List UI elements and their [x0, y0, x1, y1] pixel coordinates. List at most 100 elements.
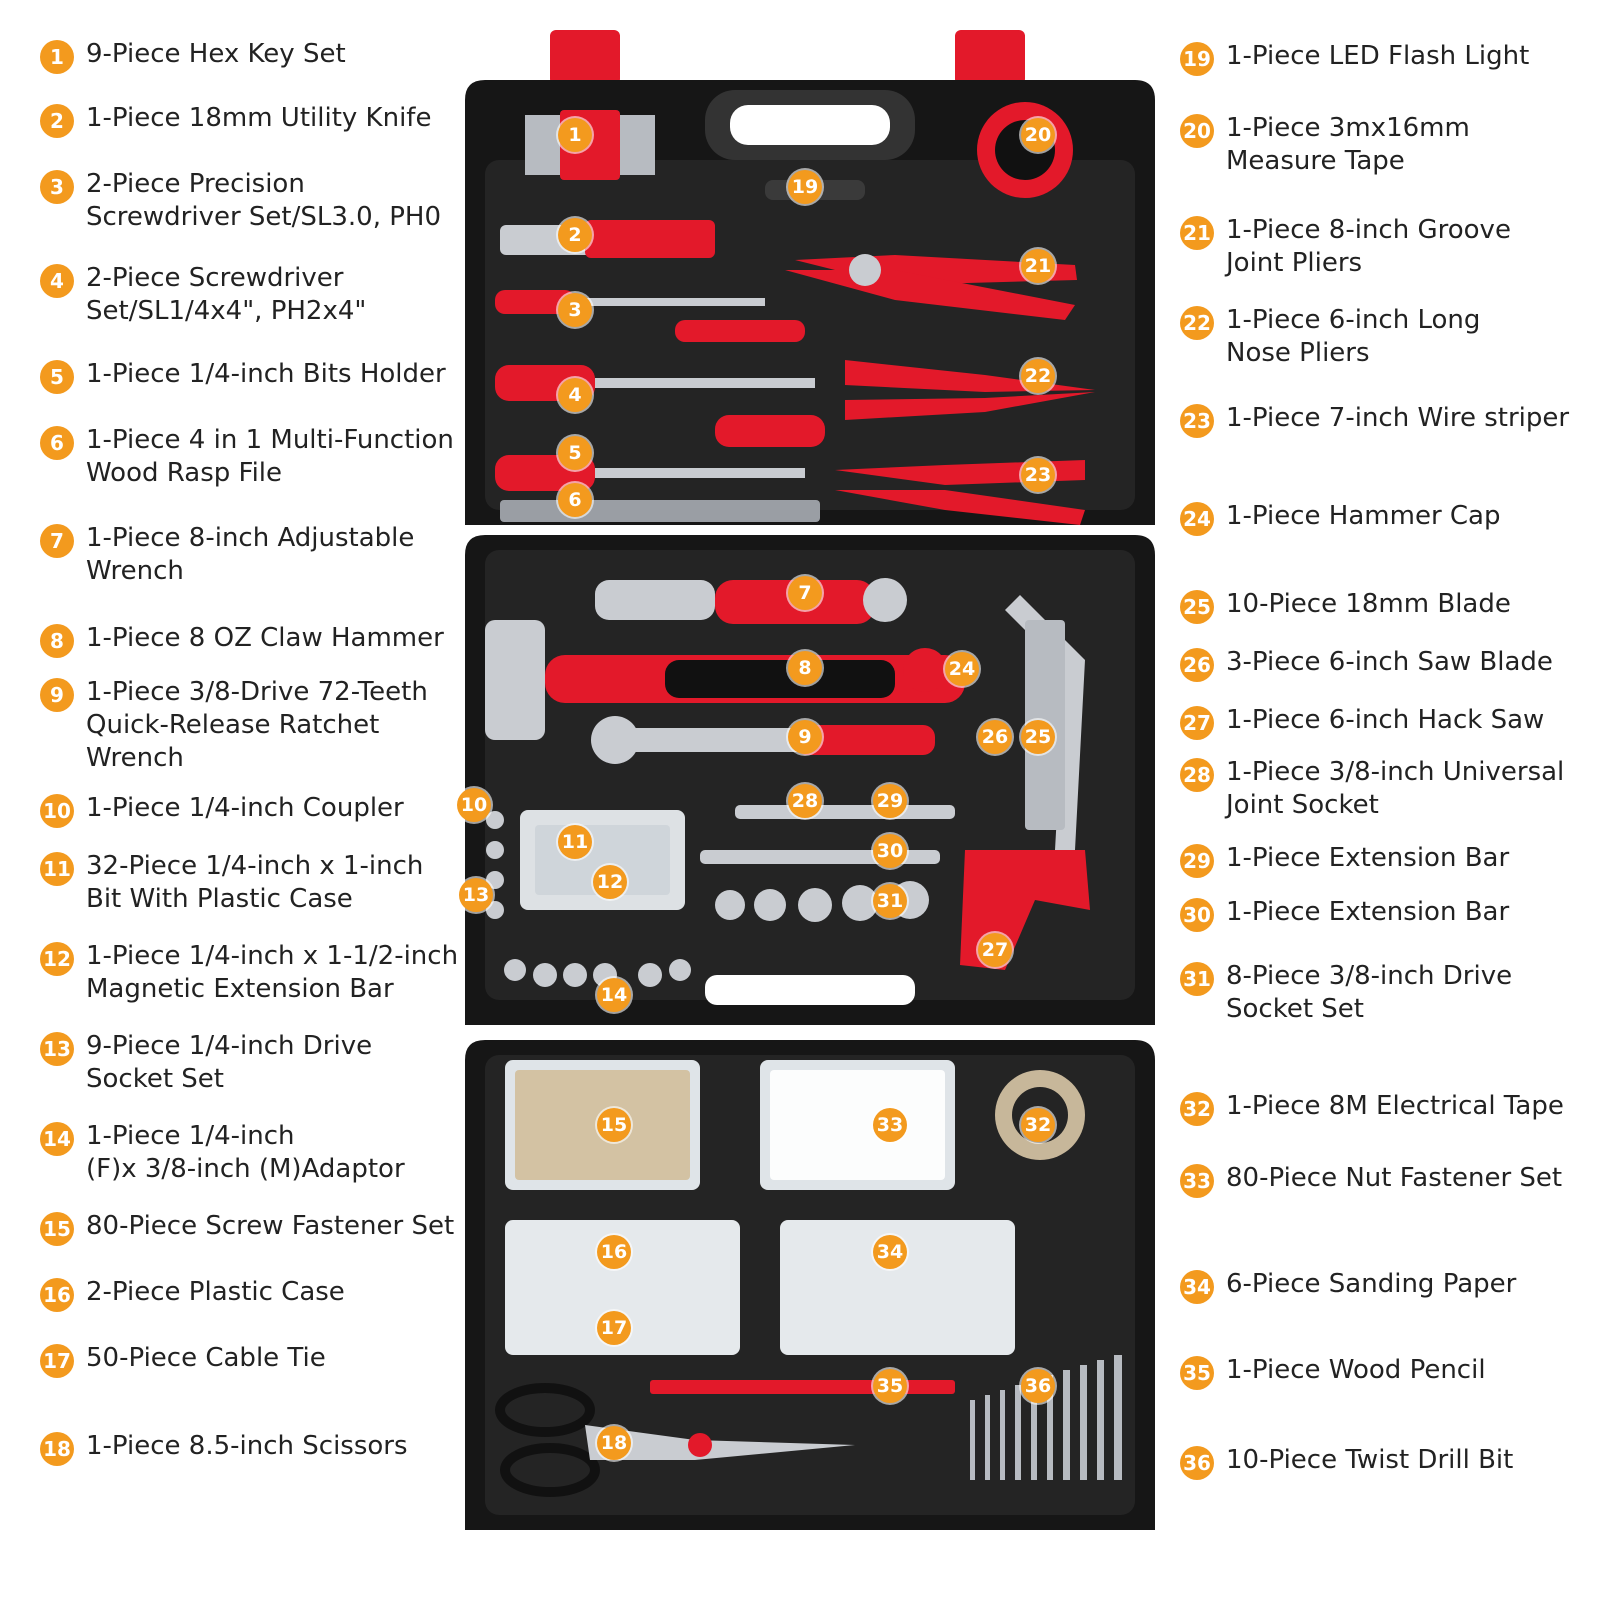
photo-number-badge: 11	[558, 825, 592, 859]
legend-number-badge: 28	[1180, 758, 1214, 792]
legend-label: 10-Piece Twist Drill Bit	[1226, 1445, 1514, 1475]
legend-number-badge: 14	[40, 1122, 74, 1156]
legend-label: 10-Piece 18mm Blade	[1226, 589, 1511, 619]
photo-number-badge: 30	[873, 834, 907, 868]
case-top-section	[465, 80, 1155, 525]
photo-number-badge: 33	[873, 1108, 907, 1142]
legend-number-badge: 12	[40, 942, 74, 976]
latch-right	[955, 30, 1025, 85]
legend-label: 1-Piece 8-inch Groove Joint Pliers	[1226, 215, 1511, 278]
legend-label: 1-Piece 6-inch Hack Saw	[1226, 705, 1545, 735]
legend-item: 20 1-Piece 3mx16mm Measure Tape	[1180, 112, 1590, 178]
legend-label: 2-Piece Precision Screwdriver Set/SL3.0,…	[86, 169, 442, 232]
legend-number-badge: 20	[1180, 114, 1214, 148]
photo-number-badge: 32	[1021, 1108, 1055, 1142]
legend-number-badge: 32	[1180, 1092, 1214, 1126]
photo-number-badge: 14	[597, 978, 631, 1012]
legend-number-badge: 33	[1180, 1164, 1214, 1198]
legend-number-badge: 22	[1180, 306, 1214, 340]
legend-label: 2-Piece Plastic Case	[86, 1277, 345, 1307]
legend-number-badge: 5	[40, 360, 74, 394]
legend-label: 8-Piece 3/8-inch Drive Socket Set	[1226, 961, 1513, 1024]
legend-number-badge: 15	[40, 1212, 74, 1246]
claw-hammer	[485, 620, 965, 740]
legend-item: 1 9-Piece Hex Key Set	[40, 38, 480, 74]
wood-rasp-file	[500, 500, 820, 522]
photo-number-badge: 12	[593, 865, 627, 899]
legend-item: 27 1-Piece 6-inch Hack Saw	[1180, 704, 1590, 740]
photo-number-badge: 35	[873, 1369, 907, 1403]
photo-number-badge: 7	[788, 576, 822, 610]
legend-number-badge: 35	[1180, 1356, 1214, 1390]
extension-bar-long	[735, 805, 955, 819]
legend-item: 31 8-Piece 3/8-inch Drive Socket Set	[1180, 960, 1590, 1026]
legend-number-badge: 2	[40, 104, 74, 138]
legend-label: 50-Piece Cable Tie	[86, 1343, 326, 1373]
photo-number-badge: 29	[873, 784, 907, 818]
plastic-case-left	[505, 1220, 740, 1355]
legend-item: 3 2-Piece Precision Screwdriver Set/SL3.0…	[40, 168, 480, 234]
legend-number-badge: 18	[40, 1432, 74, 1466]
legend-label: 32-Piece 1/4-inch x 1-inch Bit With Plas…	[86, 851, 424, 914]
legend-label: 80-Piece Screw Fastener Set	[86, 1211, 455, 1241]
legend-label: 3-Piece 6-inch Saw Blade	[1226, 647, 1553, 677]
legend-item: 32 1-Piece 8M Electrical Tape	[1180, 1090, 1590, 1126]
legend-label: 9-Piece Hex Key Set	[86, 39, 346, 69]
legend-number-badge: 19	[1180, 42, 1214, 76]
drill-bits	[970, 1355, 1122, 1480]
legend-number-badge: 27	[1180, 706, 1214, 740]
legend-number-badge: 7	[40, 524, 74, 558]
latch-left	[550, 30, 620, 85]
legend-item: 14 1-Piece 1/4-inch (F)x 3/8-inch (M)Adap…	[40, 1120, 480, 1186]
legend-label: 1-Piece Extension Bar	[1226, 897, 1510, 927]
legend-label: 1-Piece 8.5-inch Scissors	[86, 1431, 408, 1461]
photo-number-badge: 15	[597, 1108, 631, 1142]
legend-label: 1-Piece 8M Electrical Tape	[1226, 1091, 1564, 1121]
legend-number-badge: 11	[40, 852, 74, 886]
legend-label: 1-Piece 1/4-inch (F)x 3/8-inch (M)Adapto…	[86, 1121, 405, 1184]
photo-number-badge: 31	[873, 884, 907, 918]
legend-number-badge: 31	[1180, 962, 1214, 996]
photo-number-badge: 27	[978, 933, 1012, 967]
legend-label: 9-Piece 1/4-inch Drive Socket Set	[86, 1031, 373, 1094]
photo-number-badge: 20	[1021, 118, 1055, 152]
legend-number-badge: 13	[40, 1032, 74, 1066]
case-bottom-section	[465, 1040, 1155, 1530]
legend-number-badge: 3	[40, 170, 74, 204]
legend-label: 1-Piece 3mx16mm Measure Tape	[1226, 113, 1470, 176]
legend-label: 1-Piece 3/8-Drive 72-Teeth Quick-Release…	[86, 677, 428, 773]
photo-number-badge: 10	[457, 788, 491, 822]
photo-number-badge: 3	[558, 293, 592, 327]
legend-item: 18 1-Piece 8.5-inch Scissors	[40, 1430, 480, 1466]
measure-tape	[977, 102, 1073, 198]
legend-item: 15 80-Piece Screw Fastener Set	[40, 1210, 480, 1246]
nut-fastener-box	[760, 1060, 955, 1190]
photo-number-badge: 9	[788, 720, 822, 754]
legend-number-badge: 1	[40, 40, 74, 74]
legend-number-badge: 36	[1180, 1446, 1214, 1480]
legend-number-badge: 34	[1180, 1270, 1214, 1304]
hex-key-set	[525, 110, 655, 180]
photo-number-badge: 13	[459, 878, 493, 912]
photo-number-badge: 22	[1021, 359, 1055, 393]
adjustable-wrench	[595, 578, 907, 624]
photo-number-badge: 16	[597, 1235, 631, 1269]
photo-number-badge: 26	[978, 720, 1012, 754]
photo-number-badge: 17	[597, 1311, 631, 1345]
legend-number-badge: 6	[40, 426, 74, 460]
legend-label: 1-Piece 8-inch Adjustable Wrench	[86, 523, 415, 586]
legend-item: 11 32-Piece 1/4-inch x 1-inch Bit With Pl…	[40, 850, 480, 916]
